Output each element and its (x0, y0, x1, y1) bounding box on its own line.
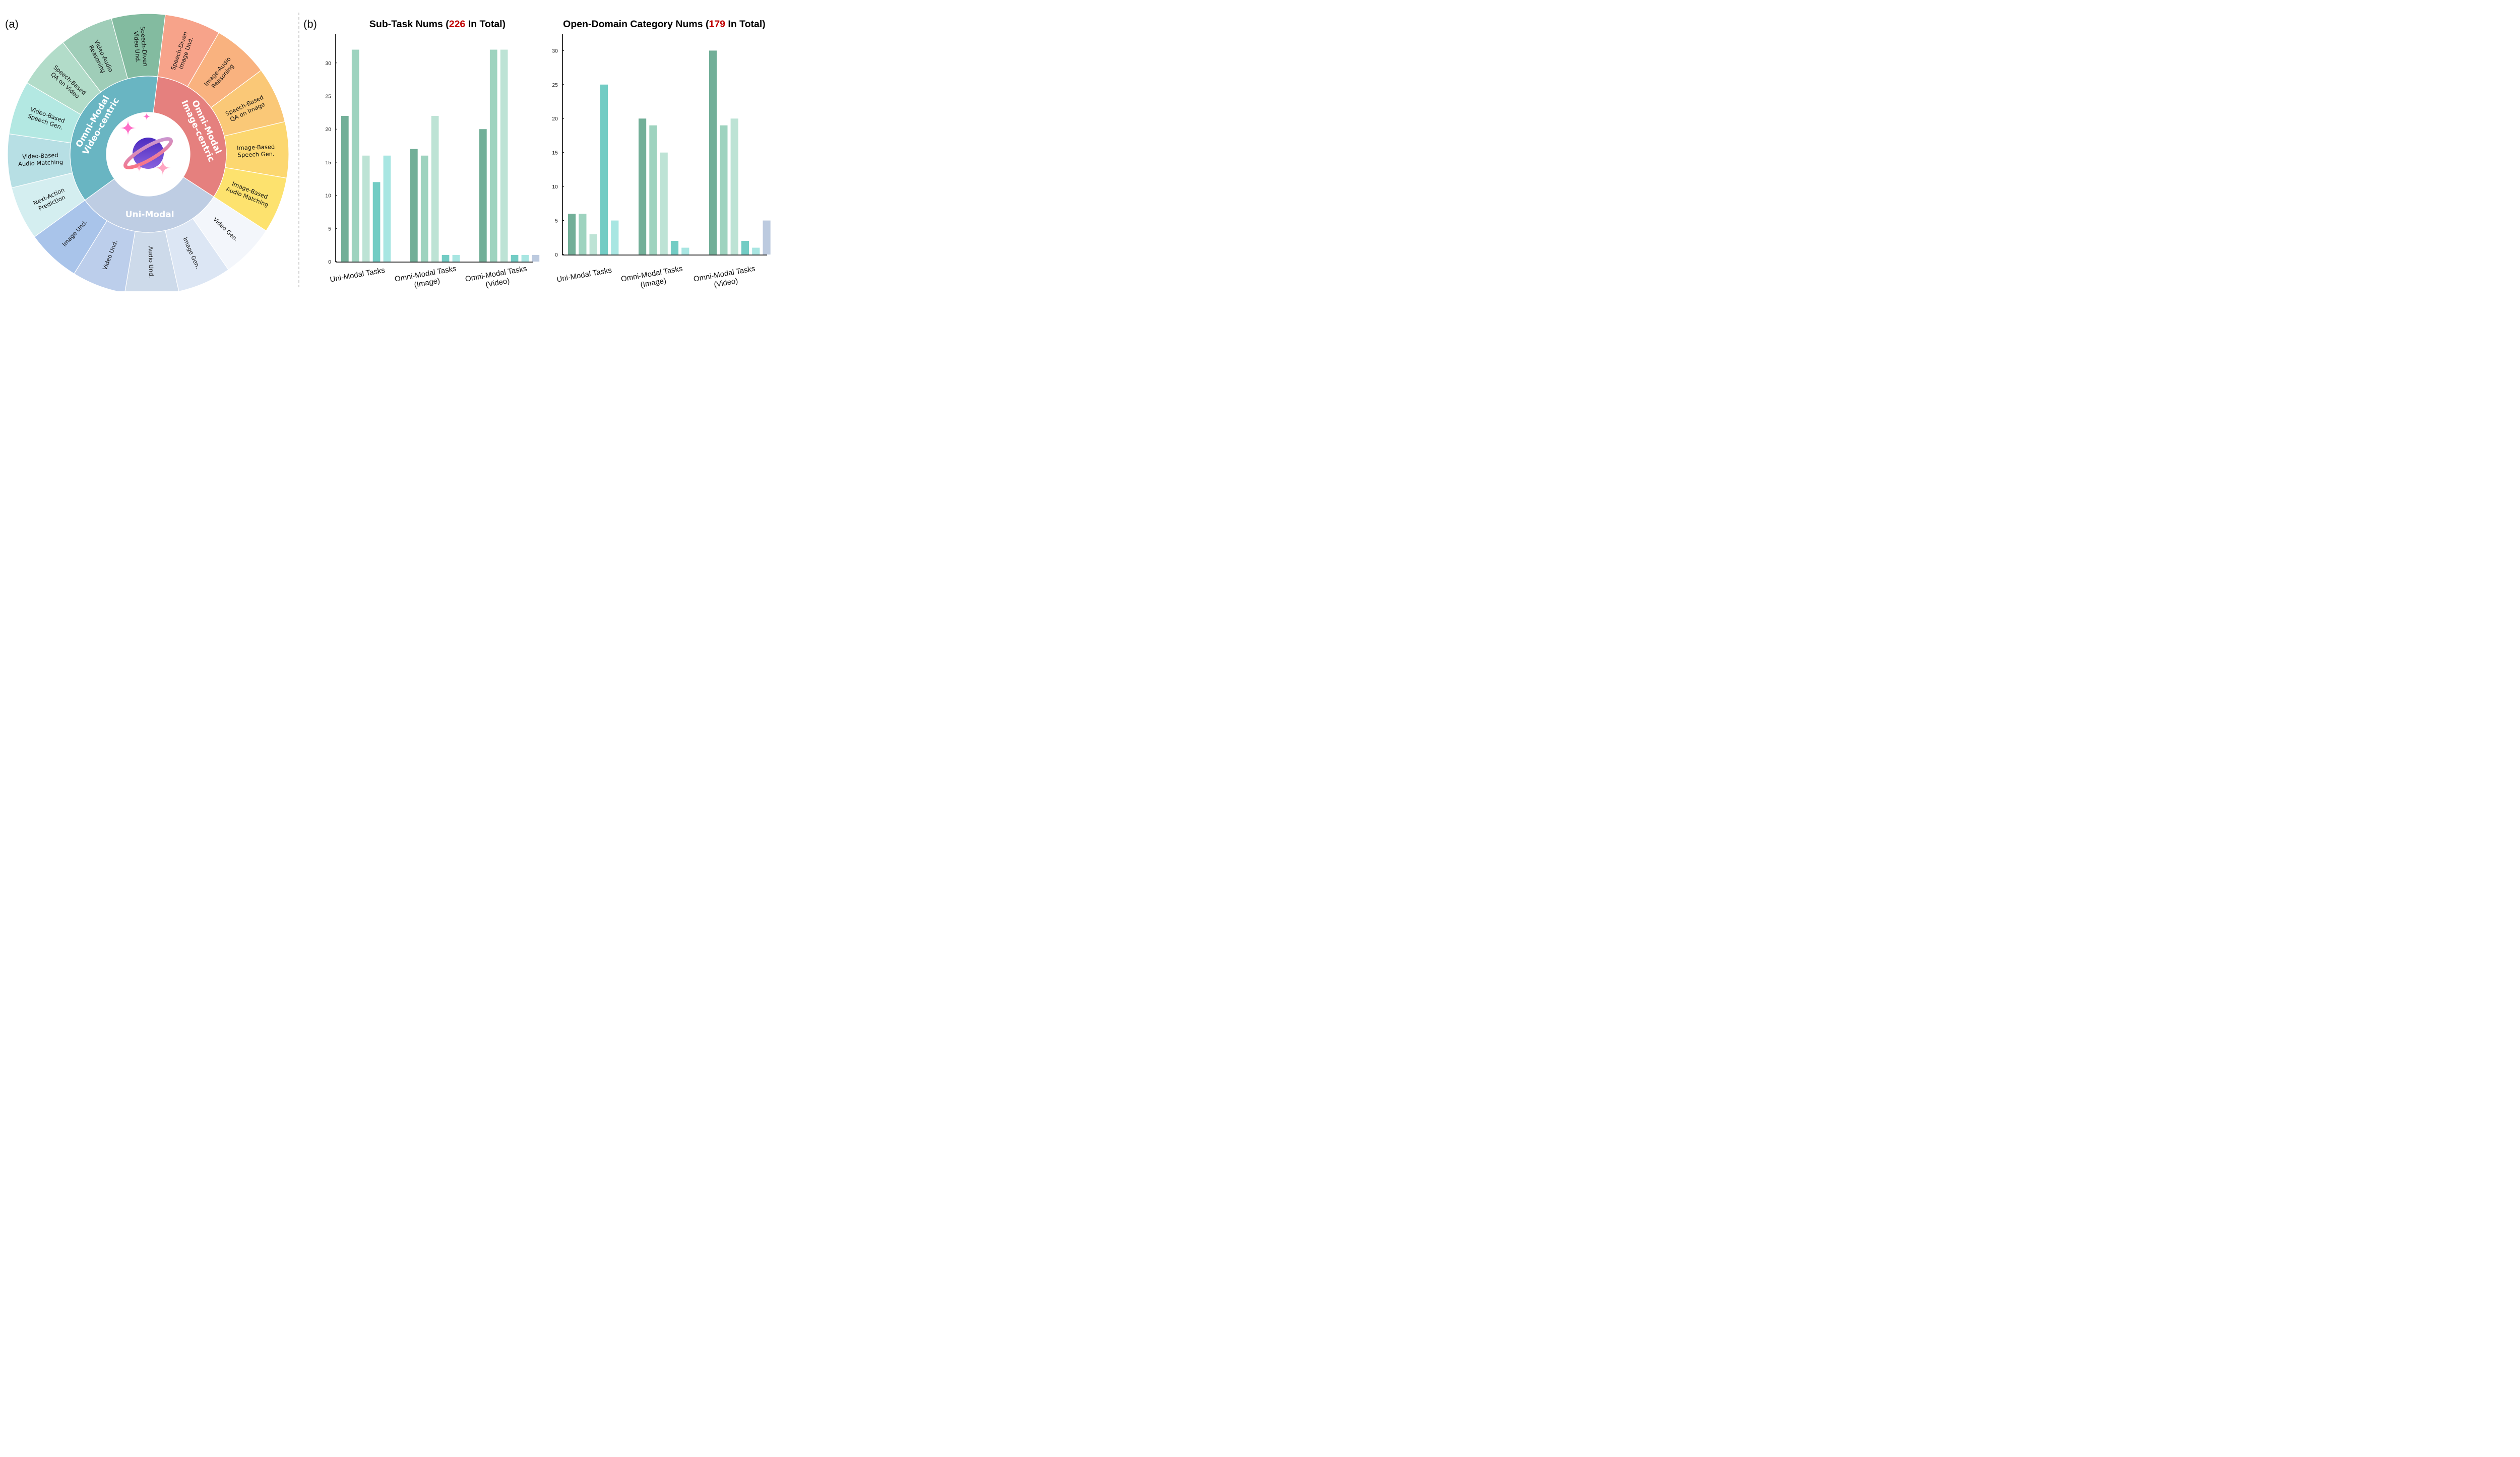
y-tick-label: 10 (552, 184, 558, 190)
y-tick-label: 15 (552, 150, 558, 156)
planet-ring (123, 137, 173, 169)
chart-title-suffix: In Total) (465, 19, 506, 30)
figure-canvas: (a) (b) Speech-DivenImage Und.Image-Audi… (5, 13, 771, 291)
sunburst-outer-label-line: Image-Based (237, 143, 275, 151)
sunburst-outer-label: Video-BasedAudio Matching (18, 151, 63, 167)
chart-title-total: 179 (709, 19, 725, 30)
bar-group1-bar5 (611, 220, 619, 255)
bar-group2-bar3 (431, 115, 439, 262)
bar-group3-bar5 (752, 247, 760, 255)
x-tick-label-line: Uni-Modal Tasks (329, 266, 386, 284)
chart-title: Sub-Task Nums (226 In Total) (369, 19, 506, 30)
y-tick-label: 30 (325, 60, 331, 67)
x-tick-label: Uni-Modal Tasks (329, 266, 386, 284)
sunburst-outer-label-line: Video-Based (22, 152, 58, 160)
bar-group2-bar5 (681, 247, 689, 255)
x-tick-label-line: Uni-Modal Tasks (556, 266, 612, 284)
chart-title-total: 226 (449, 19, 466, 30)
sunburst-outer-label-line: Speech-Diven (139, 26, 149, 67)
bar-group1-bar4 (600, 84, 608, 255)
panel-label-a: (a) (5, 18, 19, 30)
bar-group2-bar1 (639, 118, 647, 255)
chart-title: Open-Domain Category Nums (179 In Total) (563, 19, 766, 30)
x-tick-label: Uni-Modal Tasks (556, 266, 612, 284)
sunburst-chart: Speech-DivenImage Und.Image-AudioReasoni… (7, 13, 289, 291)
y-tick-label: 25 (325, 94, 331, 100)
bar-group1-bar1 (341, 115, 349, 262)
bar-group1-bar3 (589, 234, 597, 255)
x-tick-label: Omni-Modal Tasks(Image) (394, 264, 459, 291)
bar-group3-bar1 (709, 50, 717, 255)
sunburst-outer-label: Image-BasedSpeech Gen. (237, 143, 275, 158)
bar-group1-bar3 (362, 155, 370, 262)
bar-group2-bar2 (649, 125, 657, 255)
y-tick-label: 30 (552, 48, 558, 54)
bar-group3-bar2 (720, 125, 728, 255)
sunburst-outer-label: Audio Und. (147, 246, 155, 278)
bar-group1-bar4 (372, 182, 381, 262)
bar-group2-bar4 (442, 255, 450, 262)
y-tick-label: 20 (325, 126, 331, 133)
chart-title-prefix: Open-Domain Category Nums ( (563, 19, 709, 30)
y-tick-label: 25 (552, 82, 558, 88)
bar-group3-bar4 (511, 255, 519, 262)
y-tick-label: 0 (328, 259, 331, 265)
bar-group3-bar6 (532, 255, 540, 262)
figure: (a) (b) Speech-DivenImage Und.Image-Audi… (0, 0, 789, 291)
y-tick-label: 10 (325, 193, 331, 199)
bar-group1-bar1 (568, 214, 576, 255)
bar-group2-bar2 (420, 155, 428, 262)
y-tick-label: 20 (552, 116, 558, 122)
bar-group1-bar2 (351, 49, 359, 262)
y-tick-label: 0 (555, 252, 558, 258)
bar-group3-bar6 (763, 220, 771, 255)
bar-group3-bar2 (489, 49, 497, 262)
y-tick-label: 15 (325, 160, 331, 166)
y-tick-label: 5 (555, 218, 558, 224)
subtask-bar-chart: Sub-Task Nums (226 In Total) 0 5 10 15 20 25 30… (325, 19, 540, 291)
sunburst-outer-label-line: Video Und. (133, 31, 142, 62)
ring-label-line: Uni-Modal (125, 210, 174, 220)
bar-group2-bar1 (410, 149, 418, 262)
sparkle-icon (155, 160, 171, 176)
sparkle-icon (135, 164, 143, 172)
bar-group2-bar5 (452, 255, 460, 262)
x-tick-label: Omni-Modal Tasks(Image) (620, 264, 685, 291)
planet-icon (120, 112, 173, 176)
y-tick-label: 5 (328, 226, 331, 232)
bar-group2-bar3 (660, 152, 668, 255)
bar-group3-bar3 (730, 118, 738, 255)
x-tick-label: Omni-Modal Tasks(Video) (465, 264, 529, 291)
bar-group1-bar5 (383, 155, 391, 262)
panel-label-b: (b) (303, 18, 317, 30)
chart-title-suffix: In Total) (725, 19, 766, 30)
planet-body (133, 138, 164, 169)
ring-uni-modal-label: Uni-Modal (125, 210, 174, 220)
bar-group3-bar4 (741, 241, 749, 255)
sparkle-icon (120, 120, 136, 136)
x-tick-label: Omni-Modal Tasks(Video) (693, 264, 758, 291)
sunburst-outer-label-line: Audio Matching (18, 158, 64, 167)
chart-title-prefix: Sub-Task Nums ( (369, 19, 449, 30)
sunburst-outer-label: Speech-DivenVideo Und. (132, 26, 149, 68)
sparkle-icon (143, 112, 151, 120)
category-bar-chart: Open-Domain Category Nums (179 In Total)… (552, 19, 771, 291)
bar-group3-bar3 (500, 49, 508, 262)
bar-group3-bar5 (521, 255, 529, 262)
sunburst-outer-label-line: Audio Und. (147, 246, 155, 278)
bar-group3-bar1 (479, 129, 487, 262)
bar-group1-bar2 (579, 214, 587, 255)
bar-group2-bar4 (670, 241, 679, 255)
sunburst-outer-label-line: Speech Gen. (237, 150, 274, 158)
